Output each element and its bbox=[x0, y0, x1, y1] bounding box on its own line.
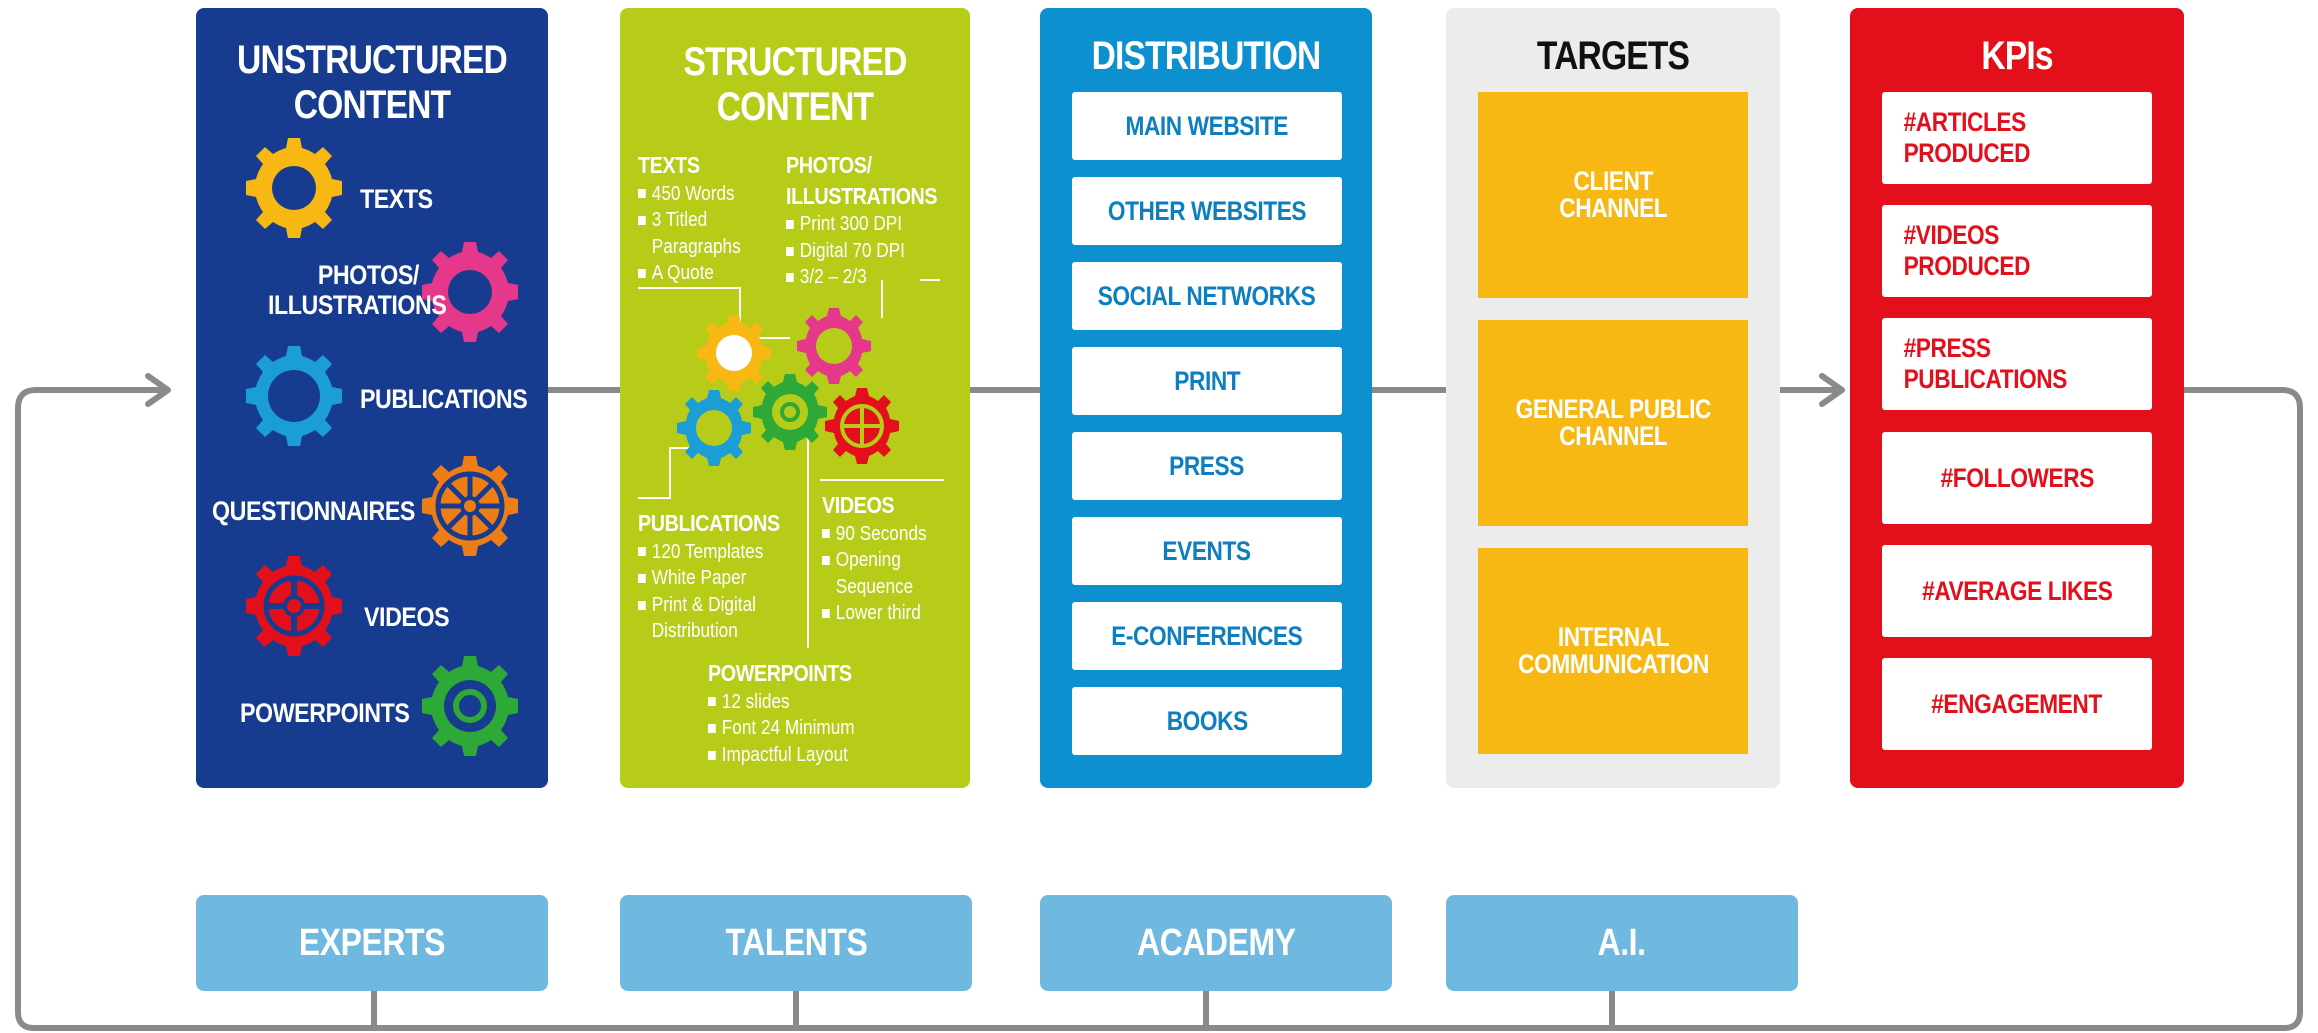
distribution-item: E-CONFERENCES bbox=[1072, 602, 1342, 670]
cluster-gear-pink-icon bbox=[797, 308, 871, 384]
structured-texts-line: A Quote bbox=[638, 260, 741, 287]
wheel-red-icon bbox=[246, 556, 342, 656]
structured-texts-line: 450 Words bbox=[638, 181, 741, 208]
structured-publications-line: Distribution bbox=[651, 620, 738, 643]
kpi-item: #AVERAGE LIKES bbox=[1882, 545, 2152, 637]
structured-publications-line: 120 Templates bbox=[638, 539, 780, 566]
kpi-item: #FOLLOWERS bbox=[1882, 432, 2152, 524]
photos-label-line1: PHOTOS/ bbox=[317, 260, 420, 290]
target-general-line1: GENERAL PUBLIC bbox=[1515, 394, 1711, 424]
structured-photos-line: 3/2 – 2/3 bbox=[786, 264, 937, 291]
gear-pink-icon bbox=[422, 242, 518, 342]
kpis-title: KPIs bbox=[1981, 34, 2053, 78]
structured-videos-block: VIDEOS 90 Seconds Opening Sequence Lower… bbox=[822, 490, 927, 627]
unstructured-item-videos: VIDEOS bbox=[364, 602, 450, 632]
structured-powerpoints-heading: POWERPOINTS bbox=[708, 660, 852, 686]
targets-title: TARGETS bbox=[1536, 34, 1690, 78]
structured-publications-line: Print & Digital bbox=[638, 592, 780, 619]
kpi-item: #ENGAGEMENT bbox=[1882, 658, 2152, 750]
gear-yellow-icon bbox=[246, 138, 342, 238]
unstructured-title-line2: CONTENT bbox=[293, 82, 451, 127]
structured-powerpoints-block: POWERPOINTS 12 slides Font 24 Minimum Im… bbox=[708, 658, 855, 768]
structured-title: STRUCTURED CONTENT bbox=[648, 40, 942, 130]
structured-texts-heading: TEXTS bbox=[638, 152, 700, 178]
unstructured-item-publications: PUBLICATIONS bbox=[360, 384, 528, 414]
structured-photos-heading-2: ILLUSTRATIONS bbox=[786, 182, 938, 209]
target-internal-line1: INTERNAL bbox=[1557, 622, 1669, 652]
structured-videos-line: 90 Seconds bbox=[822, 521, 927, 548]
distribution-item: OTHER WEBSITES bbox=[1072, 177, 1342, 245]
structured-content-panel: STRUCTURED CONTENT TEXTS 450 Words 3 Tit… bbox=[620, 8, 970, 788]
structured-photos-heading-1: PHOTOS/ bbox=[786, 152, 872, 178]
distribution-item: SOCIAL NETWORKS bbox=[1072, 262, 1342, 330]
kpis-panel: KPIs #ARTICLES PRODUCED #VIDEOS PRODUCED… bbox=[1850, 8, 2184, 788]
support-talents: TALENTS bbox=[620, 895, 972, 991]
gear-blue-icon bbox=[246, 346, 342, 446]
structured-gear-cluster bbox=[638, 279, 944, 648]
support-ai: A.I. bbox=[1446, 895, 1798, 991]
kpi-item: #PRESS PUBLICATIONS bbox=[1882, 318, 2152, 410]
distribution-item: BOOKS bbox=[1072, 687, 1342, 755]
support-experts: EXPERTS bbox=[196, 895, 548, 991]
kpi-item: #VIDEOS PRODUCED bbox=[1882, 205, 2152, 297]
structured-publications-line: White Paper bbox=[638, 565, 780, 592]
structured-texts-line: Paragraphs bbox=[651, 235, 741, 258]
wheel-orange-icon bbox=[422, 456, 518, 556]
arrow-into-unstructured bbox=[145, 373, 171, 407]
distribution-item: EVENTS bbox=[1072, 517, 1342, 585]
loop-line bbox=[15, 387, 2303, 1031]
unstructured-title: UNSTRUCTURED CONTENT bbox=[224, 38, 520, 128]
unstructured-icons bbox=[246, 138, 518, 756]
distribution-item: PRESS bbox=[1072, 432, 1342, 500]
gear-green-icon bbox=[422, 656, 518, 756]
distribution-panel: DISTRIBUTION MAIN WEBSITE OTHER WEBSITES… bbox=[1040, 8, 1372, 788]
structured-title-line1: STRUCTURED bbox=[683, 40, 907, 84]
structured-videos-line: Lower third bbox=[822, 600, 927, 627]
structured-videos-line: Sequence bbox=[835, 575, 914, 598]
structured-powerpoints-line: Impactful Layout bbox=[708, 742, 855, 769]
structured-publications-heading: PUBLICATIONS bbox=[638, 510, 780, 536]
unstructured-item-questionnaires: QUESTIONNAIRES bbox=[212, 496, 415, 526]
target-client-line1: CLIENT bbox=[1573, 166, 1653, 196]
unstructured-title-line1: UNSTRUCTURED bbox=[237, 38, 508, 82]
distribution-item: MAIN WEBSITE bbox=[1072, 92, 1342, 160]
distribution-item: PRINT bbox=[1072, 347, 1342, 415]
structured-videos-line: Opening bbox=[822, 547, 927, 574]
kpi-item: #ARTICLES PRODUCED bbox=[1882, 92, 2152, 184]
structured-videos-heading: VIDEOS bbox=[822, 492, 895, 518]
structured-texts-line: 3 Titled bbox=[638, 207, 741, 234]
structured-photos-block: PHOTOS/ ILLUSTRATIONS Print 300 DPI Digi… bbox=[786, 150, 938, 291]
distribution-title: DISTRIBUTION bbox=[1091, 34, 1322, 78]
structured-photos-line: Print 300 DPI bbox=[786, 211, 937, 238]
unstructured-item-photos: PHOTOS/ ILLUSTRATIONS bbox=[268, 260, 447, 321]
unstructured-content-panel: UNSTRUCTURED CONTENT bbox=[196, 8, 548, 788]
cluster-gear-green-icon bbox=[753, 374, 827, 450]
cluster-gear-blue-icon bbox=[677, 390, 751, 466]
unstructured-item-powerpoints: POWERPOINTS bbox=[240, 698, 410, 728]
unstructured-item-texts: TEXTS bbox=[360, 184, 433, 214]
photos-label-line2: ILLUSTRATIONS bbox=[268, 290, 447, 321]
structured-title-line2: CONTENT bbox=[716, 84, 874, 129]
target-general-line2: CHANNEL bbox=[1559, 421, 1667, 451]
structured-texts-block: TEXTS 450 Words 3 Titled Paragraphs A Qu… bbox=[638, 150, 741, 287]
structured-photos-line: Digital 70 DPI bbox=[786, 238, 937, 265]
structured-powerpoints-line: 12 slides bbox=[708, 689, 855, 716]
target-client-line2: CHANNEL bbox=[1559, 193, 1667, 223]
structured-publications-block: PUBLICATIONS 120 Templates White Paper P… bbox=[638, 508, 780, 645]
cluster-wheel-red-icon bbox=[825, 388, 899, 464]
cluster-gear-yellow-icon bbox=[697, 315, 771, 391]
structured-powerpoints-line: Font 24 Minimum bbox=[708, 715, 855, 742]
arrow-into-kpis bbox=[1819, 373, 1845, 407]
support-academy: ACADEMY bbox=[1040, 895, 1392, 991]
target-internal-line2: COMMUNICATION bbox=[1517, 649, 1709, 679]
